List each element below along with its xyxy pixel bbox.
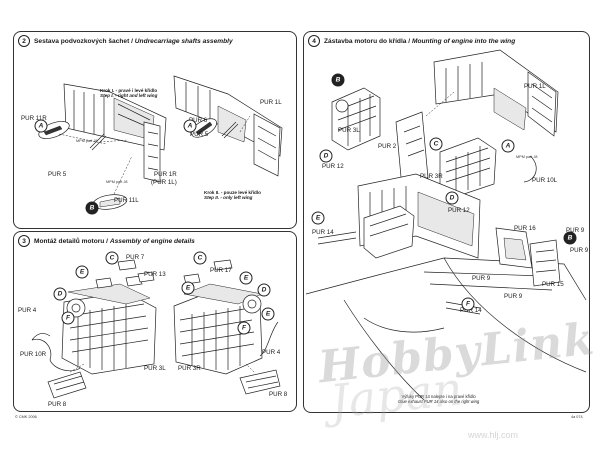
part-label: PUR 12 [448,207,470,214]
part-label: PUR 5 [190,131,209,138]
exhaust-note: Výfuky PUR 14 nalepte i na pravé křídlo … [398,394,479,404]
title-cz: Sestava podvozkových šachet / [34,37,133,45]
title-cz: Montáž detailů motoru / [34,237,108,245]
mpm-label: MPM part J8 [516,155,538,159]
part-label: PUR 9 [566,227,585,234]
callout-b: B [331,73,345,87]
callout-e: E [311,211,325,225]
engine-details-drawing [31,259,281,399]
title-en: Assembly of engine details [109,237,195,245]
part-label: PUR 3L [338,127,360,134]
part-label: PUR 3R [178,365,201,372]
step2-en: Step II. - only left wing [204,195,253,201]
callout-a: A [183,119,197,133]
step2-note: Krok II. - pouze levé křídlo Step II. - … [204,190,261,201]
callout-e: E [239,271,253,285]
part-label: PUR 9 [570,247,589,254]
part-label: PUR 8 [269,391,288,398]
step2-cz: Krok II. - pouze levé křídlo [204,190,261,195]
mpm-label: MPM part J8 [106,180,128,184]
step-number: 2 [18,35,30,47]
part-label: PUR 13 [144,271,166,278]
section-engine-mounting: 4 Zástavba motoru do křídla / Mounting o… [303,31,590,413]
callout-e: E [261,307,275,321]
callout-f: F [461,297,475,311]
part-label: PUR 6 [189,117,208,124]
part-label: PUR 3L [144,365,166,372]
part-label: PUR 1R [154,171,177,178]
part-label: PUR 5 [48,171,67,178]
page-code: 4a 074 [571,415,583,419]
section-undercarriage-shafts: 2 Sestava podvozkových šachet / Undrecar… [13,31,297,229]
part-label: PUR 14 [460,307,482,314]
part-label: PUR 10L [532,177,558,184]
callout-f: F [237,321,251,335]
part-label: PUR 4 [262,349,281,356]
callout-f: F [61,311,75,325]
callout-d: D [257,283,271,297]
part-label: PUR 8 [48,401,67,408]
callout-c: C [429,137,443,151]
part-label: PUR 11L [114,197,139,204]
part-label: (PUR 1L) [151,179,177,186]
step1-note: Krok I. - pravé i levé křídlo Step I. - … [100,88,157,99]
part-label: PUR 4 [18,307,37,314]
note-en: Glue exhaust PUR 14 also on the right wi… [398,399,480,405]
callout-d: D [319,149,333,163]
part-label: PUR 14 [312,229,334,236]
section-title: 3 Montáž detailů motoru / Assembly of en… [18,235,195,247]
part-label: PUR 7 [126,254,145,261]
callout-e: E [75,265,89,279]
callout-e: E [181,281,195,295]
part-label: PUR 16 [514,225,536,232]
step1-en: Step I. - right and left wing [100,93,158,99]
callout-d: D [53,287,67,301]
callout-c: C [193,251,207,265]
title-en: Undrecarriage shafts assembly [134,37,233,45]
part-label: PUR 15 [542,281,564,288]
note-cz: Výfuky PUR 14 nalepte i na pravé křídlo [401,394,476,399]
step-number: 3 [18,235,30,247]
part-label: PUR 9 [472,275,491,282]
callout-a: A [34,119,48,133]
part-label: PUR 10R [20,351,47,358]
step-number: 4 [308,35,320,47]
part-label: PUR 12 [322,163,344,170]
callout-b: B [563,231,577,245]
part-label: PUR 2 [378,143,397,150]
section-title: 2 Sestava podvozkových šachet / Undrecar… [18,35,233,47]
title-en: Mounting of engine into the wing [411,37,516,45]
undercarriage-drawing [38,75,283,210]
part-label: PUR 17 [210,267,232,274]
part-label: PUR 9 [504,293,523,300]
title-cz: Zástavba motoru do křídla / [324,37,411,45]
section-engine-details: 3 Montáž detailů motoru / Assembly of en… [13,231,297,412]
callout-c: C [105,251,119,265]
part-label: PUR 1L [524,83,546,90]
part-label: PUR 1L [260,99,282,106]
callout-a: A [501,139,515,153]
part-label: PUR 11R [21,115,47,122]
watermark-url: www.hlj.com [468,430,519,440]
part-label: PUR 3R [420,173,443,180]
callout-d: D [445,191,459,205]
callout-b: B [85,201,99,215]
copyright: © CMK 2006 [15,415,37,419]
section-title: 4 Zástavba motoru do křídla / Mounting o… [308,35,515,47]
step1-cz: Krok I. - pravé i levé křídlo [100,88,158,93]
mpm-label: MPM part J8 [76,139,98,143]
